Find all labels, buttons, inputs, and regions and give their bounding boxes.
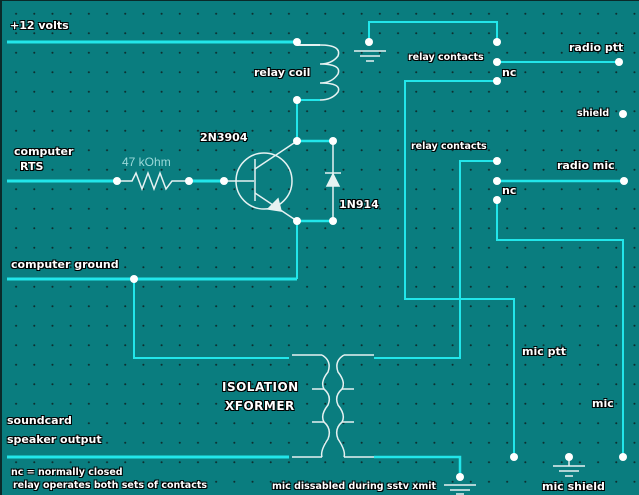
- junction-dot: [293, 137, 301, 145]
- wire-ground-to-xformer: [133, 279, 289, 359]
- label-mic-disabled: mic dissabled during sstv xmit: [272, 481, 437, 492]
- label-nc-2: nc: [502, 184, 517, 197]
- label-shield: shield: [577, 108, 610, 119]
- label-xformer: XFORMER: [225, 399, 295, 413]
- relay-coil-icon: [319, 44, 340, 101]
- mic-terminal: [619, 453, 627, 461]
- label-computer: computer: [14, 145, 74, 158]
- relay2-nc-terminal: [493, 196, 501, 204]
- label-resistor: 47 kOhm: [122, 155, 171, 169]
- junctions: [113, 38, 628, 481]
- ground-icon-relay: [354, 50, 386, 62]
- label-radio-ptt: radio ptt: [569, 41, 624, 54]
- radio-mic-terminal: [620, 177, 628, 185]
- radio-ptt-terminal: [615, 58, 623, 66]
- junction-dot: [365, 38, 373, 46]
- relay1-no-terminal: [493, 58, 501, 66]
- label-soundcard: soundcard: [7, 414, 72, 427]
- label-note-nc: nc = normally closed: [11, 467, 123, 478]
- label-mic: mic: [592, 397, 614, 410]
- mic-ptt-terminal: [510, 453, 518, 461]
- wires: [7, 21, 624, 477]
- label-transistor: 2N3904: [200, 131, 248, 144]
- label-relay-coil: relay coil: [254, 66, 311, 79]
- label-diode: 1N914: [339, 198, 379, 211]
- ground-icon-xformer: [444, 484, 476, 495]
- junction-dot: [293, 38, 301, 46]
- junction-dot: [329, 137, 337, 145]
- relay1-nc-terminal: [493, 77, 501, 85]
- label-mic-shield: mic shield: [542, 480, 605, 493]
- wire-coil-bottom: [296, 99, 320, 141]
- junction-dot: [456, 473, 464, 481]
- transistor-icon: [224, 140, 298, 222]
- label-mic-ptt: mic ptt: [522, 345, 566, 358]
- label-relay-contacts-2: relay contacts: [411, 141, 487, 152]
- junction-dot: [293, 96, 301, 104]
- junction-dot: [220, 177, 228, 185]
- label-rts: RTS: [20, 160, 44, 173]
- label-nc-1: nc: [502, 66, 517, 79]
- junction-dot: [130, 275, 138, 283]
- wire-relay2-common: [374, 160, 497, 359]
- label-plus12v: +12 volts: [10, 19, 69, 32]
- shield-terminal: [619, 110, 627, 118]
- junction-dot: [185, 177, 193, 185]
- label-relay-contacts-1: relay contacts: [408, 52, 484, 63]
- diode-icon: [325, 141, 341, 221]
- resistor-icon: [117, 170, 189, 192]
- mic-shield-terminal: [565, 453, 573, 461]
- components: [117, 44, 585, 495]
- relay2-common-terminal: [493, 157, 501, 165]
- junction-dot: [113, 177, 121, 185]
- wire-xformer-ground: [374, 455, 462, 477]
- label-speaker-output: speaker output: [7, 433, 102, 446]
- relay2-no-terminal: [493, 177, 501, 185]
- label-note-relay: relay operates both sets of contacts: [13, 480, 208, 491]
- junction-dot: [329, 217, 337, 225]
- relay1-common-terminal: [493, 38, 501, 46]
- wire-relay1-common: [368, 21, 498, 42]
- label-computer-ground: computer ground: [11, 258, 119, 271]
- wire-nc1-mic-ptt: [404, 80, 515, 457]
- label-isolation: ISOLATION: [222, 380, 299, 394]
- wire-nc2-mic: [496, 200, 624, 457]
- junction-dot: [293, 217, 301, 225]
- transformer-icon: [292, 354, 374, 458]
- label-radio-mic: radio mic: [557, 159, 615, 172]
